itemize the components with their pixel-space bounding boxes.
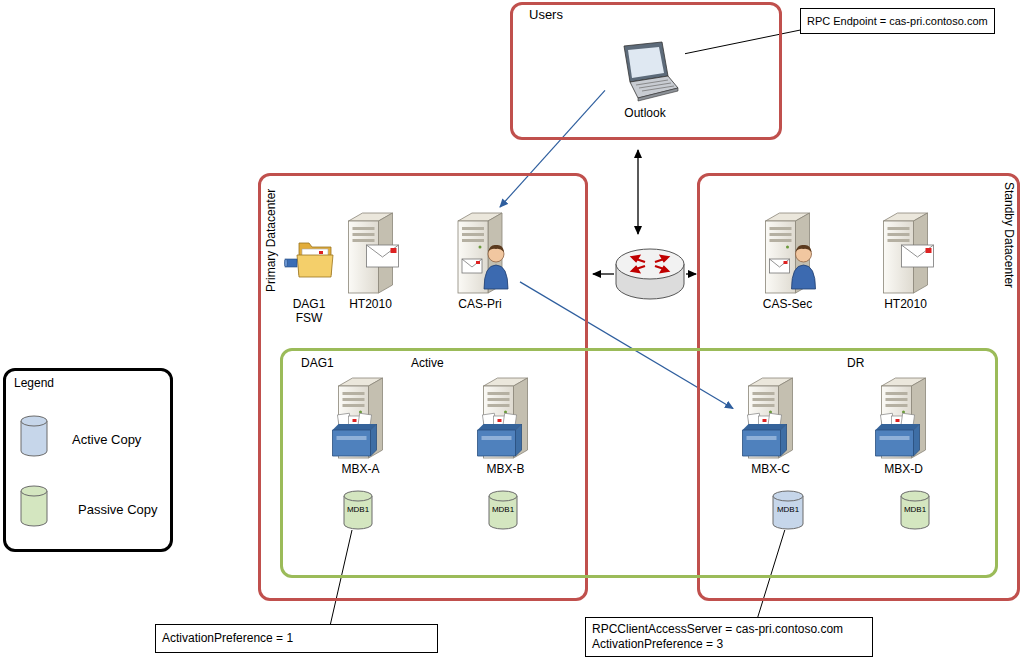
server-icon (605, 42, 685, 104)
server-label: MBX-A (323, 372, 398, 476)
users-zone: UsersOutlook (510, 2, 782, 140)
callout-text: ActivationPreference = 1 (162, 631, 431, 646)
server-icon (285, 225, 333, 287)
legend-label: Active Copy (72, 433, 141, 447)
server-icon (440, 207, 520, 295)
icon-part (624, 42, 678, 101)
server-icon (866, 372, 941, 460)
zone-label: Primary Datacenter (264, 189, 278, 292)
database-label: MDB1 (900, 505, 930, 514)
leader-line (685, 30, 800, 54)
flow-arrow (500, 90, 605, 207)
callout-text: RPC Endpoint = cas-pri.contoso.com (807, 14, 988, 28)
icon-part (902, 245, 934, 267)
server-icon (333, 207, 408, 295)
client-laptop: Outlook (605, 42, 685, 120)
icon-part (462, 245, 508, 289)
icon-part (876, 413, 920, 456)
witness-share: DAG1 FSW (285, 225, 333, 325)
server-icon (868, 207, 943, 295)
database-label: MDB1 (772, 505, 804, 514)
legend-cylinder (20, 415, 48, 457)
zone-label: Legend (14, 376, 54, 390)
cas-server: CAS-Sec (745, 207, 830, 311)
mailbox-server: MBX-A (323, 372, 398, 476)
link-arrow (637, 150, 638, 234)
icon-part (367, 245, 399, 267)
icon-part (333, 413, 377, 456)
callout-text: RPCClientAccessServer = cas-pri.contoso.… (592, 622, 866, 637)
label-holder: Active (411, 356, 444, 370)
database-label: MDB1 (343, 505, 373, 514)
cas-server: CAS-Pri (440, 207, 520, 311)
server-label: MBX-B (468, 372, 543, 476)
database-cylinder: MDB1 (772, 490, 804, 530)
icon-part (743, 413, 787, 456)
database-label: MDB1 (488, 505, 518, 514)
hub-server: HT2010 (333, 207, 408, 311)
callout-box: RPC Endpoint = cas-pri.contoso.com (800, 8, 995, 34)
server-label: MBX-C (733, 372, 808, 476)
legend-swatch (20, 415, 48, 457)
callout-box: ActivationPreference = 1 (155, 624, 438, 653)
datacenter-zone: Standby Datacenter CAS-Sec HT2010 (697, 173, 1020, 601)
label-holder: Legend (14, 376, 54, 390)
cylinder-text: MDB1 (343, 505, 373, 514)
label-holder: Primary Datacenter (264, 189, 278, 292)
label-holder: Standby Datacenter (1002, 182, 1016, 288)
label-holder: Users (529, 8, 563, 22)
server-label: CAS-Sec (745, 207, 830, 311)
server-icon (323, 372, 398, 460)
server-label: Outlook (605, 42, 685, 120)
cylinder-text: MDB1 (900, 505, 930, 514)
datacenter-zone: Primary Datacenter DAG1 FSWHT2010 CAS-Pri (258, 173, 588, 601)
link-arrow (686, 273, 696, 274)
mailbox-server: MBX-B (468, 372, 543, 476)
legend-cylinder (20, 485, 48, 527)
zone-label: Users (529, 8, 563, 22)
database-cylinder: MDB1 (488, 490, 518, 530)
callout-text: ActivationPreference = 3 (592, 637, 866, 652)
label-holder: DR (847, 356, 864, 370)
link-arrow (593, 273, 614, 274)
database-cylinder: MDB1 (900, 490, 930, 530)
server-label: HT2010 (333, 207, 408, 311)
server-label: MBX-D (866, 372, 941, 476)
server-label: HT2010 (868, 207, 943, 311)
legend-item: Active Copy (72, 433, 141, 447)
cylinder-text: MDB1 (772, 505, 804, 514)
callout-box: RPCClientAccessServer = cas-pri.contoso.… (585, 617, 873, 657)
zone-label: DAG1 (301, 356, 334, 370)
legend-box: LegendActive CopyPassive Copy (3, 368, 173, 552)
flow-arrow (520, 282, 733, 409)
legend-swatch (20, 485, 48, 527)
legend-label: Passive Copy (78, 503, 157, 517)
server-icon (733, 372, 808, 460)
server-icon (468, 372, 543, 460)
database-cylinder: MDB1 (343, 490, 373, 530)
server-label: DAG1 FSW (285, 225, 333, 325)
icon-part (478, 413, 522, 456)
icon-part (770, 245, 816, 289)
hub-server: HT2010 (868, 207, 943, 311)
mailbox-server: MBX-D (866, 372, 941, 476)
icon-part (285, 243, 334, 277)
zone-label: DR (847, 356, 864, 370)
mailbox-server: MBX-C (733, 372, 808, 476)
leader-line (758, 530, 785, 617)
dag-zone: DAG1 Active DR MBX-A MBX-B MBX-C MBX-D MDB1 MDB1… (280, 348, 998, 578)
zone-label: Standby Datacenter (1002, 182, 1016, 288)
legend-item: Passive Copy (78, 503, 157, 517)
label-holder: DAG1 (301, 356, 334, 370)
server-label: CAS-Pri (440, 207, 520, 311)
server-icon (745, 207, 830, 295)
zone-label: Active (411, 356, 444, 370)
cylinder-text: MDB1 (488, 505, 518, 514)
router-symbol (616, 249, 684, 299)
